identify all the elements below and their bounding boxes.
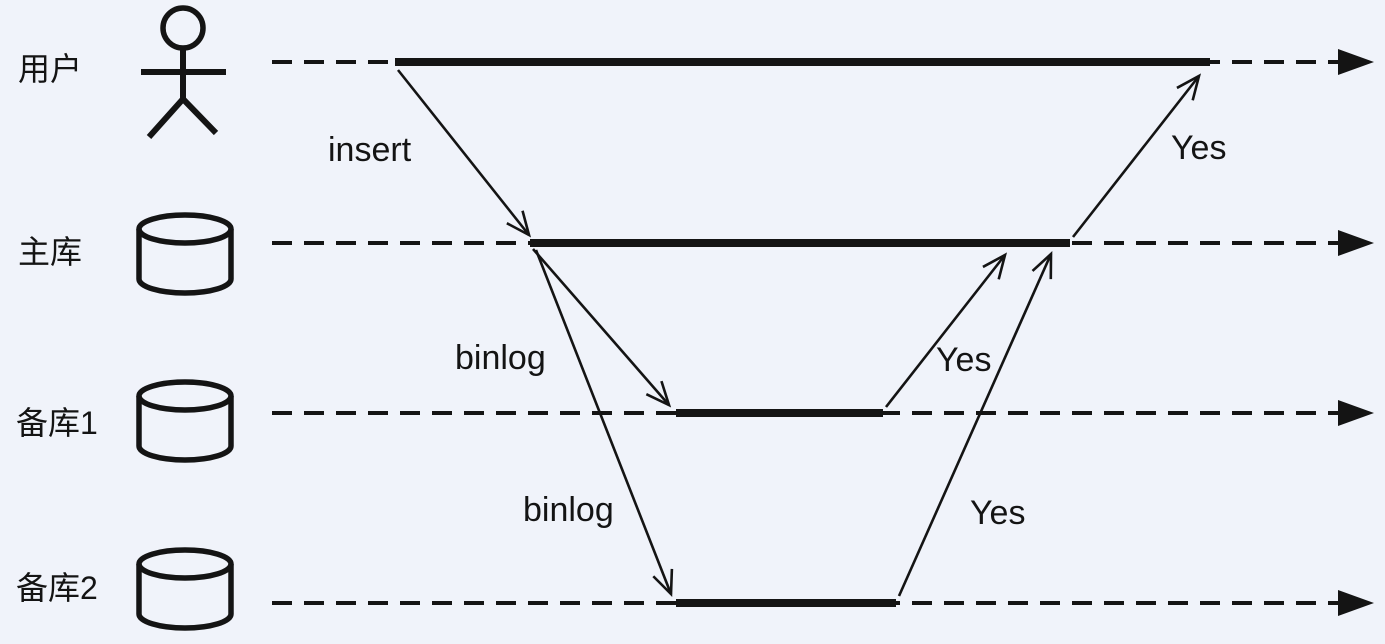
lifeline-standby2: [272, 590, 1374, 616]
message-label-binlog-standby2: binlog: [523, 491, 614, 529]
arrow-binlog-to-standby2: [534, 249, 674, 598]
lifeline-user: [272, 49, 1374, 75]
message-label-insert: insert: [328, 131, 412, 169]
lifeline-primary-arrowhead-icon: [1338, 230, 1374, 256]
arrow-yes-from-standby2: [897, 251, 1053, 597]
lifeline-primary: [272, 230, 1374, 256]
arrow-yes-to-user: [1071, 73, 1202, 238]
message-label-yes-standby2: Yes: [970, 494, 1026, 532]
lane-label-standby2: 备库2: [16, 570, 98, 606]
arrow-binlog-to-standby1: [532, 248, 672, 408]
database-icon-standby1: [136, 379, 234, 463]
message-label-yes-standby1: Yes: [936, 341, 992, 379]
lifeline-user-arrowhead-icon: [1338, 49, 1374, 75]
message-label-binlog-standby1: binlog: [455, 339, 546, 377]
message-label-yes-user: Yes: [1171, 129, 1227, 167]
lifeline-standby1-arrowhead-icon: [1338, 400, 1374, 426]
arrow-insert: [396, 69, 532, 238]
person-icon: [141, 5, 226, 140]
lane-label-primary: 主库: [18, 234, 83, 270]
database-icon-primary: [136, 212, 234, 296]
database-icon-standby2: [136, 547, 234, 631]
lane-label-standby1: 备库1: [16, 405, 98, 441]
lifeline-standby1: [272, 400, 1374, 426]
lane-label-user: 用户: [18, 51, 83, 87]
lifeline-standby2-arrowhead-icon: [1338, 590, 1374, 616]
arrow-yes-from-standby1: [884, 252, 1008, 408]
